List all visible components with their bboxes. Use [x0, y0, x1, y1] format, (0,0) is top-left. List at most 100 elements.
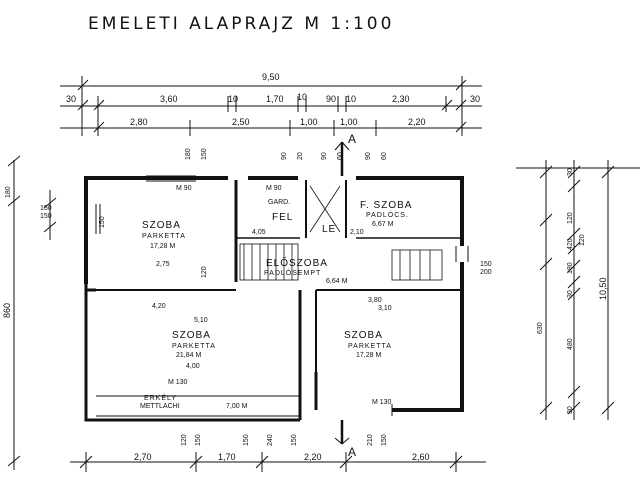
dim-label: 30: [567, 168, 574, 176]
dim-label: 30: [470, 94, 480, 104]
room-name: ELŐSZOBA: [266, 255, 328, 269]
room-name: F. SZOBA: [360, 200, 412, 211]
dim-label: 2,70: [134, 452, 152, 462]
right-dimension-lines: [516, 160, 640, 420]
dim-label: 150: [40, 205, 52, 212]
room-area: 17,28 M: [150, 243, 175, 250]
dim-label: 90: [281, 152, 288, 160]
room-area: 17,28 M: [356, 352, 381, 359]
section-mark-bottom: A: [334, 420, 356, 459]
dim-label: 150: [40, 213, 52, 220]
dim-label: 420: [567, 238, 574, 250]
dim-label: 3,80: [368, 297, 382, 304]
top-row1-labels: 30 3,60 10 1,70 10 90 10 2,30 30: [66, 92, 480, 104]
dim-label: 120: [579, 234, 586, 246]
dim-label: 3,10: [378, 305, 392, 312]
dim-label: 180: [5, 186, 12, 198]
room-floor: PARKETTA: [142, 233, 186, 240]
dim-label: 120: [181, 434, 188, 446]
dim-label: 4,00: [186, 363, 200, 370]
dim-label: 90: [365, 152, 372, 160]
room-name: SZOBA: [142, 220, 181, 231]
dim-label: 10: [297, 92, 307, 102]
dim-label: 2,10: [350, 229, 364, 236]
dim-label: 2,60: [412, 452, 430, 462]
dim-label: 3,60: [160, 94, 178, 104]
dim-label: 120: [567, 212, 574, 224]
dim-label: 30: [567, 290, 574, 298]
dim-label: 1,00: [340, 117, 358, 127]
room-area: 21,84 M: [176, 352, 201, 359]
bottom-dimension-lines: [70, 452, 486, 472]
plan-title: EMELETI ALAPRAJZ M 1:100: [88, 14, 395, 34]
dim-label: 180: [567, 262, 574, 274]
dim-label: 4,20: [152, 303, 166, 310]
dim-label: 150: [99, 216, 106, 228]
dim-label: 60: [381, 152, 388, 160]
dim-label: 5,10: [194, 317, 208, 324]
room-4: SZOBA PARKETTA 21,84 M: [172, 330, 215, 359]
dim-label: 10: [228, 94, 238, 104]
dim-label: 2,75: [156, 261, 170, 268]
dim-label: 120: [201, 266, 208, 278]
dim-label: 150: [243, 434, 250, 446]
label-garderob: GARD.: [268, 199, 290, 206]
walls: [84, 176, 464, 422]
room-floor: METTLACHI: [140, 403, 180, 410]
dim-label: 2,20: [408, 117, 426, 127]
section-label: A: [348, 445, 356, 459]
dim-label: 90: [326, 94, 336, 104]
dim-label: 2,80: [130, 117, 148, 127]
label-m90: M 90: [266, 185, 282, 192]
left-dimension-lines: [7, 155, 57, 470]
dim-label: 4,05: [252, 229, 266, 236]
dim-label: 200: [480, 269, 492, 276]
dim-label: 30: [66, 94, 76, 104]
dim-label: 860: [2, 303, 12, 318]
dim-label: 1,00: [300, 117, 318, 127]
label-m130: M 130: [372, 399, 392, 406]
dim-label: 10: [346, 94, 356, 104]
overall-width-label: 9,50: [262, 72, 280, 82]
dim-label: 20: [297, 152, 304, 160]
dim-label: 1,70: [218, 452, 236, 462]
room-floor: PADLÓCS.: [366, 210, 409, 219]
room-name: SZOBA: [344, 330, 383, 341]
label-m90: M 90: [176, 185, 192, 192]
dim-label: 2,30: [392, 94, 410, 104]
room-floor: PADLÓSEMPT: [264, 268, 321, 277]
dim-label: 210: [367, 434, 374, 446]
dim-label: 480: [567, 338, 574, 350]
dim-label: 2,50: [232, 117, 250, 127]
room-floor: PARKETTA: [348, 343, 392, 350]
section-label: A: [348, 132, 356, 146]
dim-label: 630: [537, 322, 544, 334]
room-area: 6,64 M: [326, 278, 348, 285]
room-3: ELŐSZOBA PADLÓSEMPT 6,64 M: [264, 255, 348, 285]
section-mark-top: A: [334, 132, 356, 176]
dim-label: 150: [480, 261, 492, 268]
dim-label: 60: [337, 152, 344, 160]
dim-label: 150: [291, 434, 298, 446]
staircase: [239, 185, 443, 281]
room-area: 7,00 M: [226, 403, 248, 410]
label-m130: M 130: [168, 379, 188, 386]
dim-label: 1,70: [266, 94, 284, 104]
windows: [95, 175, 469, 416]
room-6: ERKÉLY METTLACHI 7,00 M: [140, 393, 248, 410]
top-row2-labels: 2,80 2,50 1,00 1,00 2,20: [130, 117, 426, 127]
room-5: SZOBA PARKETTA 17,28 M: [344, 330, 392, 359]
label-le: LE: [322, 224, 336, 235]
dim-label: 2,20: [304, 452, 322, 462]
top-opening-labels: 180 150 90 20 90 60 90 60: [185, 148, 388, 160]
room-2: F. SZOBA PADLÓCS. 6,67 M: [360, 200, 412, 228]
dim-label: 30: [567, 406, 574, 414]
room-area: 6,67 M: [372, 221, 394, 228]
room-name: ERKÉLY: [144, 393, 177, 402]
dim-label: 90: [321, 152, 328, 160]
dim-label: 150: [195, 434, 202, 446]
dim-label: 150: [201, 148, 208, 160]
dim-label: 240: [267, 434, 274, 446]
top-dimension-lines: [60, 76, 482, 136]
